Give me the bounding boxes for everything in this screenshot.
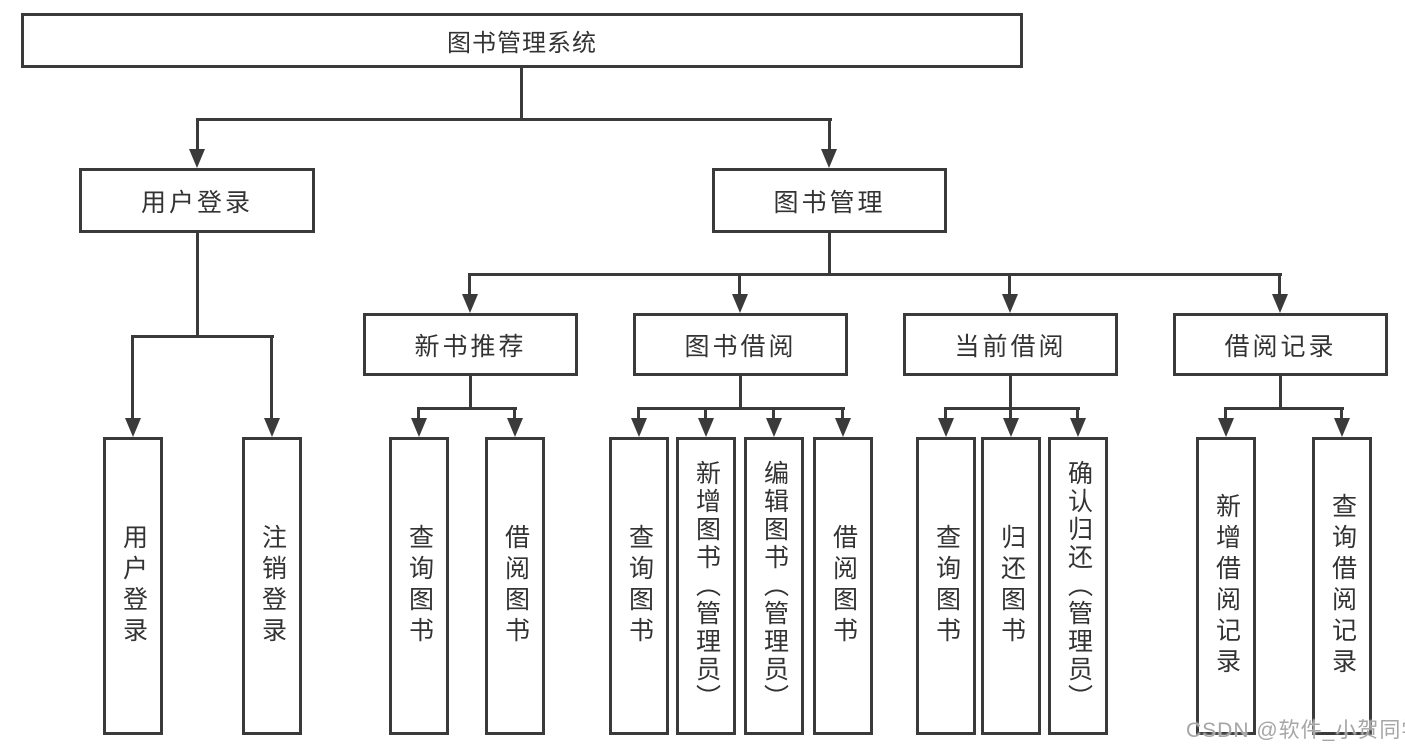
connector-user-login-split [131, 335, 274, 338]
arrow-down-icon [835, 418, 851, 437]
node-root: 图书管理系统 [21, 13, 1023, 68]
connector-leaf-stem [772, 407, 775, 419]
leaf-label: 借阅图书 [829, 524, 858, 648]
leaf-query-books: 查询图书 [389, 437, 449, 735]
arrow-down-icon [507, 418, 523, 437]
node-current-borrowing-label: 当前借阅 [954, 332, 1067, 361]
arrow-down-icon [631, 418, 647, 437]
connector-leaf-stem [1076, 407, 1079, 419]
leaf-user-login: 用户登录 [103, 437, 163, 735]
node-book-management-label: 图书管理 [773, 188, 886, 217]
arrow-down-icon [264, 418, 280, 437]
arrow-down-icon [125, 418, 141, 437]
arrow-down-icon [1272, 294, 1288, 313]
connector-to-book-management [828, 118, 831, 151]
connector-leaf-stem [1224, 407, 1227, 419]
leaf-query-books-2: 查询图书 [609, 437, 669, 735]
node-borrowing-records: 借阅记录 [1173, 313, 1388, 376]
node-borrowing-records-label: 借阅记录 [1224, 332, 1337, 361]
connector-root-split [196, 118, 832, 121]
leaf-logout: 注销登录 [242, 437, 302, 735]
leaf-label: 新增图书（管理员） [692, 460, 721, 712]
node-root-label: 图书管理系统 [447, 30, 597, 57]
arrow-down-icon [938, 418, 954, 437]
leaf-label: 查询图书 [405, 524, 434, 648]
leaf-label: 用户登录 [119, 524, 148, 648]
connector-leaf-stem [1340, 407, 1343, 419]
leaf-edit-books-admin: 编辑图书（管理员） [744, 437, 804, 735]
leaf-confirm-return-admin: 确认归还（管理员） [1048, 437, 1108, 735]
connector-leaf-stem [417, 407, 420, 419]
connector-current-borrowing-stem [1009, 376, 1012, 407]
leaf-label: 查询借阅记录 [1328, 493, 1357, 679]
node-book-borrowing-label: 图书借阅 [684, 332, 797, 361]
arrow-down-icon [821, 149, 837, 168]
arrow-down-icon [1070, 418, 1086, 437]
connector-to-user-login [196, 118, 199, 151]
connector-to-new-book [468, 273, 471, 295]
connector-book-borrowing-stem [739, 376, 742, 407]
connector-leaf-stem [1009, 407, 1012, 419]
leaf-add-books-admin: 新增图书（管理员） [676, 437, 736, 735]
connector-to-borrowing-records [1278, 273, 1281, 295]
arrow-down-icon [411, 418, 427, 437]
leaf-label: 借阅图书 [501, 524, 530, 648]
connector-leaf-stem [270, 335, 273, 419]
connector-new-book-stem [469, 376, 472, 407]
arrow-down-icon [1002, 294, 1018, 313]
node-new-book-recommend: 新书推荐 [363, 313, 578, 376]
arrow-down-icon [766, 418, 782, 437]
leaf-borrow-books-2: 借阅图书 [813, 437, 873, 735]
arrow-down-icon [1218, 418, 1234, 437]
connector-leaf-stem [131, 335, 134, 419]
connector-book-management-split [468, 273, 1282, 276]
connector-current-borrowing-split [944, 407, 1080, 410]
arrow-down-icon [732, 294, 748, 313]
connector-leaf-stem [704, 407, 707, 419]
node-book-management: 图书管理 [712, 168, 947, 233]
connector-borrowing-records-split [1224, 407, 1344, 410]
leaf-label: 确认归还（管理员） [1064, 460, 1093, 712]
leaf-return-books: 归还图书 [981, 437, 1041, 735]
leaf-query-borrow-record: 查询借阅记录 [1312, 437, 1372, 735]
connector-leaf-stem [944, 407, 947, 419]
connector-leaf-stem [513, 407, 516, 419]
arrow-down-icon [462, 294, 478, 313]
leaf-label: 编辑图书（管理员） [760, 460, 789, 712]
leaf-label: 新增借阅记录 [1212, 493, 1241, 679]
leaf-label: 查询图书 [625, 524, 654, 648]
node-current-borrowing: 当前借阅 [903, 313, 1118, 376]
leaf-label: 归还图书 [997, 524, 1026, 648]
node-book-borrowing: 图书借阅 [633, 313, 848, 376]
node-user-login-label: 用户登录 [140, 188, 253, 217]
leaf-borrow-books: 借阅图书 [485, 437, 545, 735]
connector-to-current-borrowing [1008, 273, 1011, 295]
node-user-login: 用户登录 [79, 168, 315, 233]
leaf-add-borrow-record: 新增借阅记录 [1196, 437, 1256, 735]
connector-user-login-stem [196, 233, 199, 335]
connector-new-book-split [417, 407, 517, 410]
connector-book-management-stem [828, 233, 831, 273]
csdn-watermark: CSDN @软件_小贺同学 [1186, 719, 1405, 742]
connector-root-stem [520, 68, 523, 118]
arrow-down-icon [189, 149, 205, 168]
leaf-query-books-3: 查询图书 [916, 437, 976, 735]
connector-book-borrowing-split [637, 407, 845, 410]
connector-leaf-stem [637, 407, 640, 419]
node-new-book-recommend-label: 新书推荐 [414, 332, 527, 361]
arrow-down-icon [1334, 418, 1350, 437]
leaf-label: 注销登录 [258, 524, 287, 648]
connector-leaf-stem [841, 407, 844, 419]
arrow-down-icon [698, 418, 714, 437]
leaf-label: 查询图书 [932, 524, 961, 648]
connector-to-book-borrowing [738, 273, 741, 295]
connector-borrowing-records-stem [1279, 376, 1282, 407]
arrow-down-icon [1003, 418, 1019, 437]
